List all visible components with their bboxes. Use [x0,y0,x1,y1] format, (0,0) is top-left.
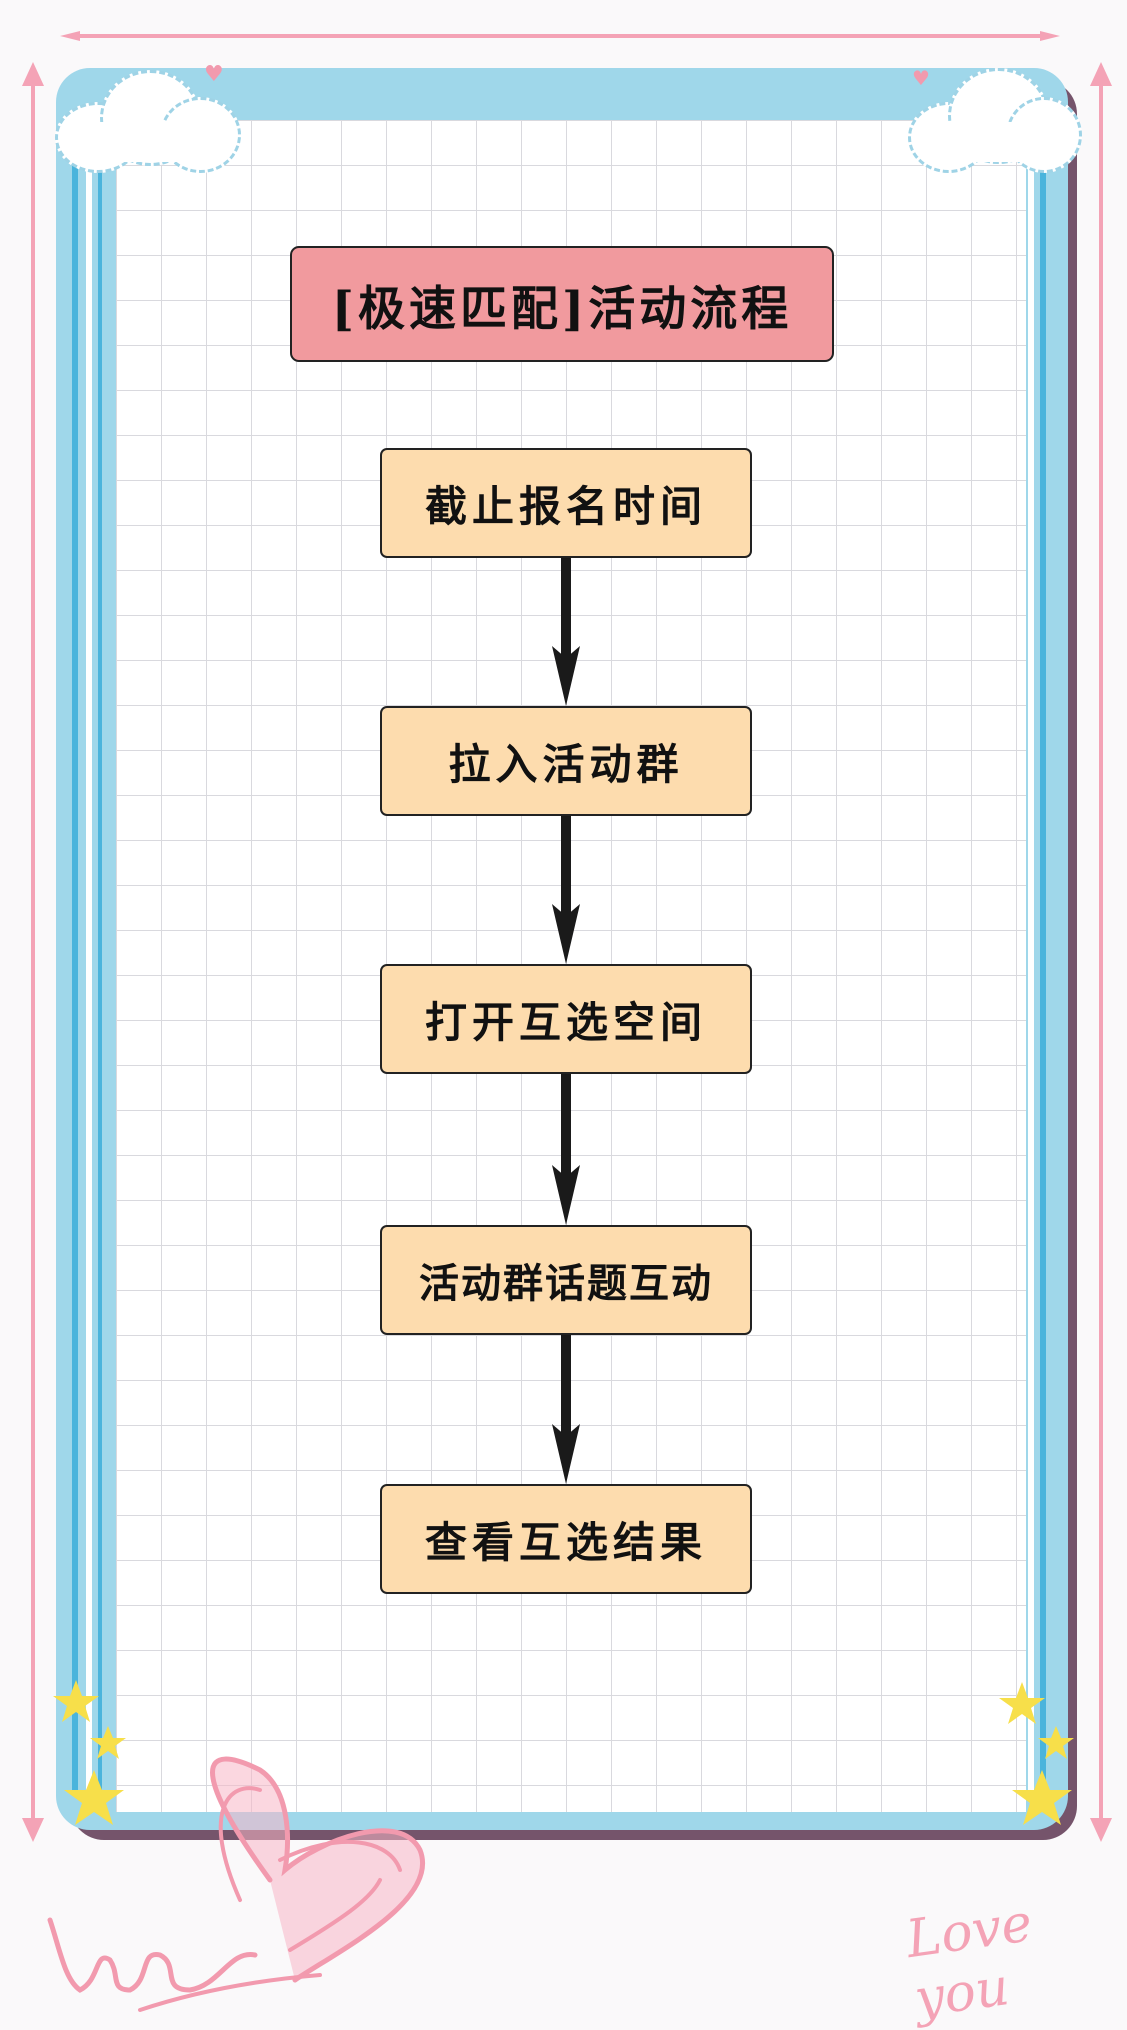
flow-arrow-1 [552,558,580,706]
flow-arrow-2 [552,816,580,964]
flow-step-3: 打开互选空间 [380,964,752,1074]
frame-stripe [86,150,92,1790]
height-arrow-left [22,62,44,1842]
heart-icon: ♥ [204,62,224,87]
frame-stripe [98,150,102,1790]
frame-stripe [72,150,78,1790]
flow-step-4: 活动群话题互动 [380,1225,752,1335]
cloud-right [908,62,1082,173]
flow-title: [极速匹配]活动流程 [290,246,834,362]
width-arrow [60,31,1060,41]
heart-icon: ♥ [912,66,930,90]
flow-arrow-3 [552,1074,580,1225]
love-you-text: Love you [902,1893,1036,2030]
cloud-left [55,62,241,173]
flow-step-5: 查看互选结果 [380,1484,752,1594]
flow-arrow-4 [552,1335,580,1484]
flow-step-1: 截止报名时间 [380,448,752,558]
stars-left-icon [53,1680,126,1825]
frame-stripe [1028,150,1034,1790]
love-heart-scribble-icon [47,1756,425,2012]
height-arrow-right [1090,62,1112,1842]
flow-step-2: 拉入活动群 [380,706,752,816]
frame-stripe [1040,150,1046,1790]
stars-right-icon [999,1682,1074,1825]
